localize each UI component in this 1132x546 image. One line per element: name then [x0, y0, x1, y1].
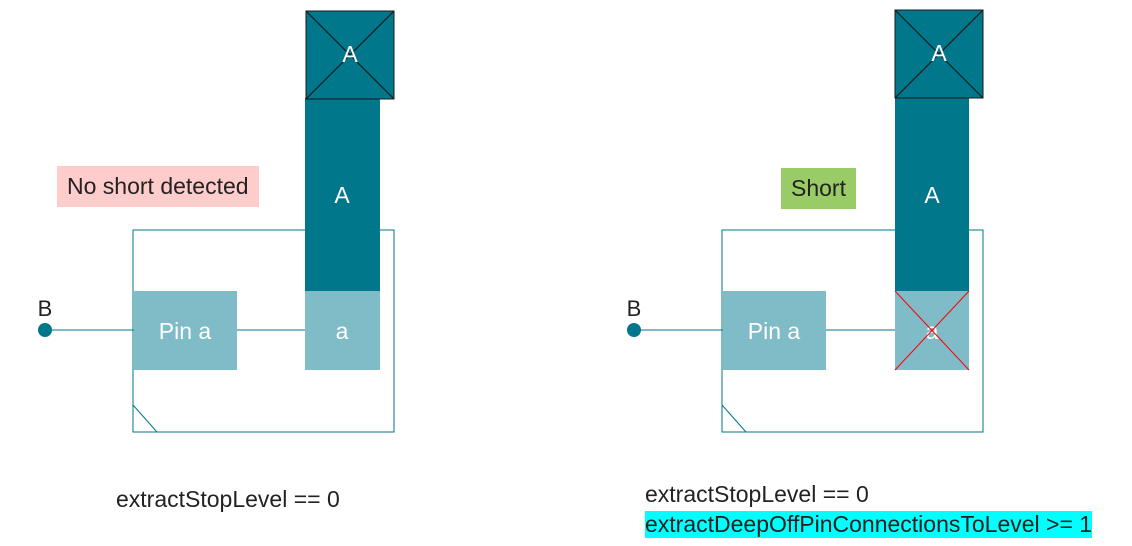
left-pin-box: [134, 291, 237, 370]
right-caption-line1: extractStopLevel == 0: [645, 481, 869, 507]
right-status-badge: Short: [781, 168, 856, 209]
right-net-b-terminal: [627, 323, 641, 337]
left-wire-shape: [305, 98, 380, 292]
svg-text:A: A: [342, 41, 358, 67]
left-caption-line1: extractStopLevel == 0: [116, 486, 340, 512]
right-caption-line2: extractDeepOffPinConnectionsToLevel >= 1: [645, 511, 1093, 538]
left-wire-label: A: [334, 182, 350, 208]
svg-text:A: A: [931, 40, 947, 66]
right-cell-corner-mark: [721, 404, 747, 433]
right-via-crossed-icon: A: [894, 9, 984, 99]
left-cell-boundary: [132, 229, 395, 433]
left-via-crossed-icon: A: [305, 10, 395, 100]
left-net-b-terminal: [38, 323, 52, 337]
right-port-cross-icon: [894, 290, 970, 371]
left-port-box: [305, 291, 380, 370]
right-net-b-label: B: [627, 296, 642, 321]
right-cell-boundary: [721, 229, 984, 433]
left-pin-label: Pin a: [159, 318, 212, 344]
right-wire-shape: [895, 98, 969, 292]
right-panel: B Pin a A a A: [627, 9, 984, 433]
right-wire-label: A: [924, 182, 940, 208]
left-status-badge: No short detected: [57, 166, 259, 207]
left-net-b-label: B: [38, 296, 53, 321]
left-panel: B Pin a A a A: [38, 10, 395, 433]
right-pin-box: [723, 291, 826, 370]
left-cell-corner-mark: [132, 404, 158, 433]
left-port-label: a: [336, 318, 349, 344]
right-pin-label: Pin a: [748, 318, 801, 344]
